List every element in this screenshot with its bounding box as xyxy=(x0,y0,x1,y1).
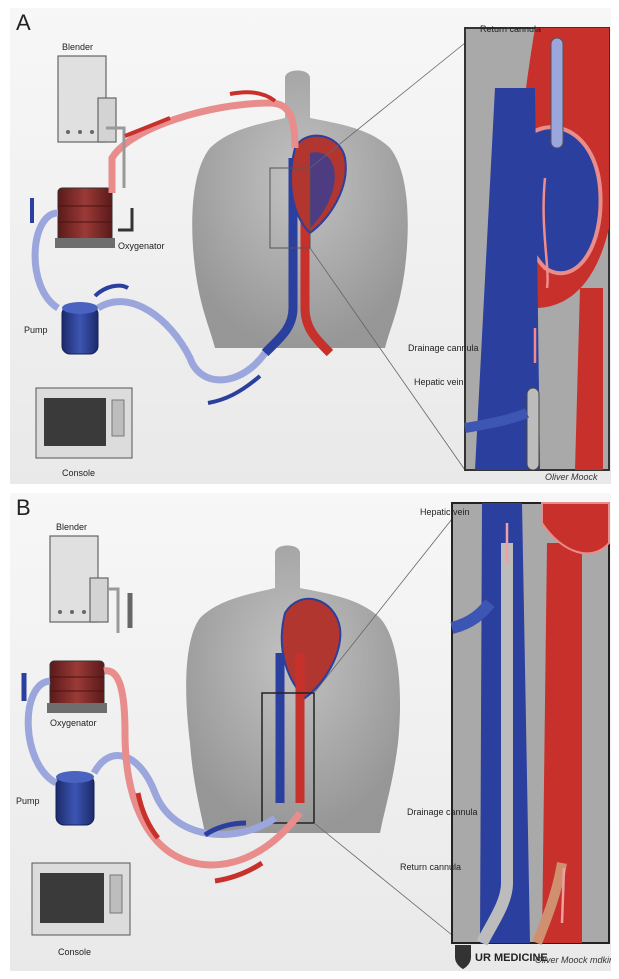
console xyxy=(36,388,132,458)
venous-tube-loop xyxy=(35,213,58,308)
inset-b xyxy=(452,503,609,943)
signature-b: Oliver Moock mdkirnyak xyxy=(535,955,611,965)
blender-label: Blender xyxy=(56,522,87,532)
blender-label: Blender xyxy=(62,42,93,52)
pump xyxy=(56,771,94,825)
panel-letter-a: A xyxy=(16,10,31,36)
inset-return-cannula xyxy=(551,38,563,148)
shield-icon xyxy=(455,945,471,969)
blender-line xyxy=(108,589,118,633)
pump-label: Pump xyxy=(16,796,40,806)
arrow-blue-pump xyxy=(95,286,128,296)
torso xyxy=(186,546,400,834)
panel-letter-b: B xyxy=(16,495,31,521)
panel-b-illustration: Blender Oxygenator Pump Console xyxy=(10,493,611,971)
oxygenator-label: Oxygenator xyxy=(50,718,97,728)
oxygenator xyxy=(55,188,115,248)
drainage-cannula-label: Drainage cannula xyxy=(408,343,479,353)
console xyxy=(32,863,130,935)
panel-b: B Blender Oxyge xyxy=(10,493,611,971)
oxygenator xyxy=(47,661,107,713)
pump xyxy=(62,302,98,354)
hepatic-vein-label: Hepatic vein xyxy=(420,507,470,517)
inset-drainage-cannula xyxy=(527,388,539,470)
panel-a: A Blender xyxy=(10,8,611,484)
panel-a-illustration: Blender Oxygenator Pump Console xyxy=(10,8,611,484)
return-cannula-label: Return cannula xyxy=(400,862,461,872)
ur-medicine-logo: UR MEDICINE xyxy=(455,945,548,969)
blender xyxy=(50,536,108,622)
inset-a xyxy=(465,28,609,470)
arrow-dark-oxy xyxy=(118,208,132,230)
return-cannula-label: Return cannula xyxy=(480,24,541,34)
pump-label: Pump xyxy=(24,325,48,335)
oxygenator-label: Oxygenator xyxy=(118,241,165,251)
console-label: Console xyxy=(62,468,95,478)
drainage-cannula-label: Drainage cannula xyxy=(407,807,478,817)
hepatic-vein-label: Hepatic vein xyxy=(414,377,464,387)
signature-a: Oliver Moock xyxy=(545,472,598,482)
console-label: Console xyxy=(58,947,91,957)
